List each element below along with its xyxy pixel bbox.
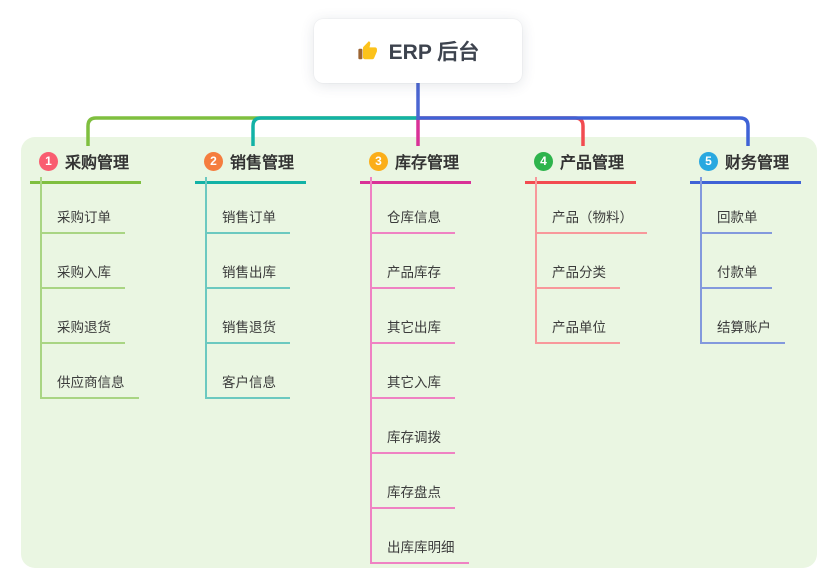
branch-number-badge: 4 bbox=[534, 151, 553, 171]
child-node[interactable]: 供应商信息 bbox=[40, 371, 139, 399]
branch-title-label: 采购管理 bbox=[65, 155, 130, 172]
branch-title[interactable]: 1 采购管理 bbox=[30, 146, 142, 184]
root-node-erp-backend[interactable]: ERP 后台 bbox=[314, 19, 522, 83]
child-node[interactable]: 销售订单 bbox=[205, 206, 290, 234]
child-node[interactable]: 库存调拨 bbox=[370, 426, 455, 454]
child-connector-line bbox=[700, 177, 702, 342]
child-node[interactable]: 销售退货 bbox=[205, 316, 290, 344]
branch-title[interactable]: 5 财务管理 bbox=[690, 146, 802, 184]
child-node[interactable]: 销售出库 bbox=[205, 261, 290, 289]
branch-number-badge: 1 bbox=[39, 151, 58, 171]
child-node[interactable]: 产品库存 bbox=[370, 261, 455, 289]
branch-title-label: 销售管理 bbox=[230, 155, 295, 172]
thumbs-up-icon bbox=[357, 40, 379, 62]
branch-title-label: 财务管理 bbox=[725, 155, 790, 172]
child-connector-line bbox=[370, 177, 372, 562]
child-node[interactable]: 采购入库 bbox=[40, 261, 125, 289]
branches-background-panel bbox=[21, 137, 817, 568]
child-node[interactable]: 产品分类 bbox=[535, 261, 620, 289]
child-node[interactable]: 仓库信息 bbox=[370, 206, 455, 234]
child-node[interactable]: 付款单 bbox=[700, 261, 772, 289]
child-connector-line bbox=[535, 177, 537, 342]
branch-title-label: 产品管理 bbox=[560, 155, 625, 172]
child-node[interactable]: 客户信息 bbox=[205, 371, 290, 399]
branch-title[interactable]: 3 库存管理 bbox=[360, 146, 472, 184]
branch-title-label: 库存管理 bbox=[395, 155, 460, 172]
root-node-title: ERP 后台 bbox=[388, 41, 480, 64]
child-node[interactable]: 结算账户 bbox=[700, 316, 785, 344]
child-node[interactable]: 产品单位 bbox=[535, 316, 620, 344]
child-node[interactable]: 产品（物料） bbox=[535, 206, 647, 234]
child-node[interactable]: 采购订单 bbox=[40, 206, 125, 234]
child-node[interactable]: 其它入库 bbox=[370, 371, 455, 399]
branch-number-badge: 5 bbox=[699, 151, 718, 171]
branch-number-badge: 2 bbox=[204, 151, 223, 171]
branch-number-badge: 3 bbox=[369, 151, 388, 171]
child-node[interactable]: 出库库明细 bbox=[370, 536, 469, 564]
child-node[interactable]: 库存盘点 bbox=[370, 481, 455, 509]
branch-title[interactable]: 4 产品管理 bbox=[525, 146, 637, 184]
child-node[interactable]: 回款单 bbox=[700, 206, 772, 234]
child-node[interactable]: 其它出库 bbox=[370, 316, 455, 344]
child-node[interactable]: 采购退货 bbox=[40, 316, 125, 344]
branch-title[interactable]: 2 销售管理 bbox=[195, 146, 307, 184]
